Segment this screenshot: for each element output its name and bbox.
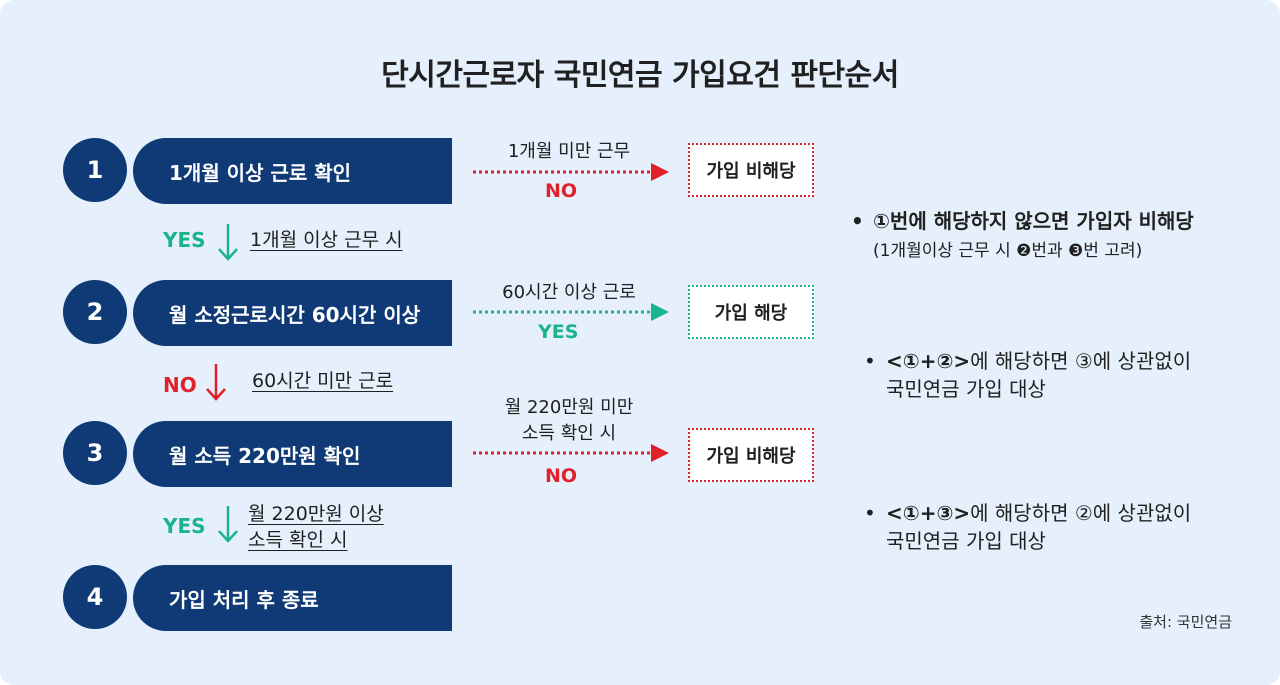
branch-3-word: NO [545,465,578,487]
source-caption: 출처: 국민연금 [1139,613,1232,631]
connector-3-down-arrow-icon [218,506,238,543]
branch-2-label: 60시간 이상 근로 [502,282,636,303]
branch-1-right-arrow-icon [473,163,669,181]
connector-2-text-line: 60시간 미만 근로 [252,370,394,392]
connector-1-text-line: 1개월 이상 근무 시 [250,229,403,251]
note-2-line-2: 국민연금 가입 대상 [886,377,1046,401]
branch-1-word: NO [545,180,578,202]
step-1-box: 1개월 이상 근로 확인 [133,138,452,204]
branch-2-word: YES [538,321,579,343]
connector-2-text: 60시간 미만 근로 [252,368,393,394]
connector-3-text-line-1: 월 220만원 이상 [248,503,384,525]
note-2-line-1: 에 해당하면 ③에 상관없이 [970,349,1192,373]
branch-3-label-line-1: 월 220만원 미만 [504,397,634,418]
note-3-line-2: 국민연금 가입 대상 [886,529,1046,553]
step-2-box: 월 소정근로시간 60시간 이상 [133,280,452,346]
step-4-box: 가입 처리 후 종료 [133,565,452,631]
connector-3-text-line-2: 소득 확인 시 [248,529,348,551]
step-1-number: 1 [63,138,127,202]
connector-3-word: YES [163,514,206,538]
branch-2-right-arrow-icon [473,303,669,321]
connector-3-text: 월 220만원 이상 소득 확인 시 [248,501,384,553]
step-4-number: 4 [63,565,127,629]
branch-1-result: 가입 비해당 [688,143,814,197]
note-2: • <①+②>에 해당하면 ③에 상관없이 국민연금 가입 대상 [864,347,1192,403]
branch-3-label: 월 220만원 미만 소득 확인 시 [473,395,665,447]
note-2-bullet: • [864,349,876,373]
note-1-sub: (1개월이상 근무 시 ❷번과 ❸번 고려) [873,241,1143,261]
connector-2-down-arrow-icon [206,364,226,401]
branch-3-right-arrow-icon [473,444,669,462]
connector-1-text: 1개월 이상 근무 시 [250,227,403,253]
branch-3-result: 가입 비해당 [688,428,814,482]
branch-1-label: 1개월 미만 근무 [507,141,631,162]
note-3-bullet: • [864,501,876,525]
step-3-number: 3 [63,421,127,485]
diagram-title: 단시간근로자 국민연금 가입요건 판단순서 [381,58,899,93]
note-1-bullet: • [851,209,864,233]
note-2-condition: <①+②> [886,349,971,373]
note-1-main: ①번에 해당하지 않으면 가입자 비해당 [873,209,1194,233]
branch-2-result: 가입 해당 [688,285,814,339]
branch-3-label-line-2: 소득 확인 시 [521,423,617,444]
step-3-box: 월 소득 220만원 확인 [133,421,452,487]
note-3-line-1: 에 해당하면 ②에 상관없이 [970,501,1192,525]
note-3-condition: <①+③> [886,501,971,525]
note-3: • <①+③>에 해당하면 ②에 상관없이 국민연금 가입 대상 [864,499,1192,555]
step-2-number: 2 [63,280,127,344]
connector-1-down-arrow-icon [218,224,238,261]
connector-2-word: NO [163,373,197,397]
connector-1-word: YES [163,228,206,252]
note-1: • ①번에 해당하지 않으면 가입자 비해당 (1개월이상 근무 시 ❷번과 ❸… [851,207,1194,265]
